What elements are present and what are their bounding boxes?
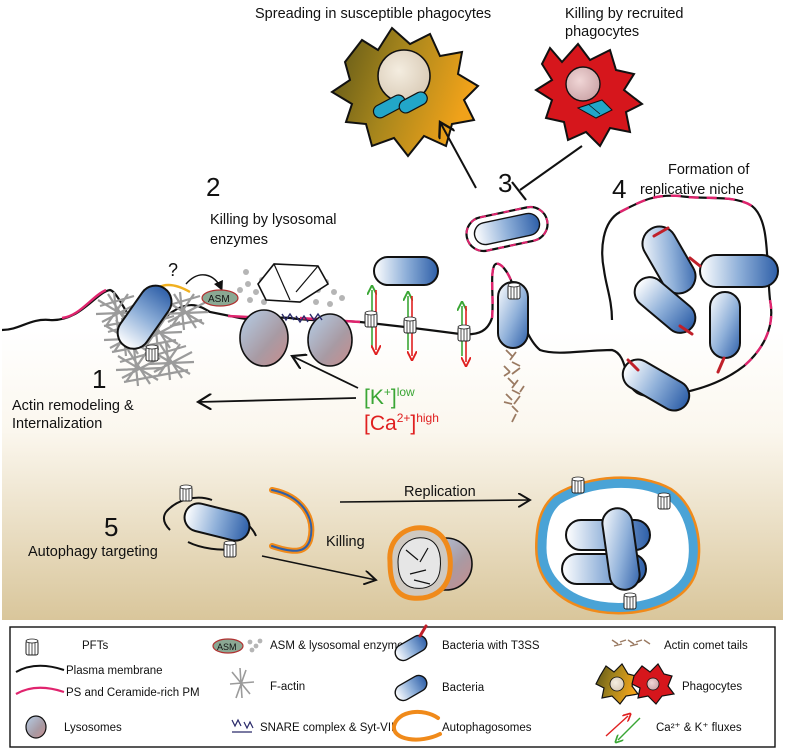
- label-killing-lysosomal-2: enzymes: [210, 232, 268, 248]
- legend-factin-swatch: [229, 667, 255, 699]
- step-1: 1: [92, 364, 106, 394]
- ion-label: [K+]low [Ca2+]high: [364, 385, 439, 435]
- svg-text:[Ca2+]high: [Ca2+]high: [364, 411, 439, 435]
- ps-ceramide-segment: [490, 262, 516, 319]
- snare-complex: [281, 312, 323, 324]
- replicative-autophagosome: [534, 476, 701, 615]
- legend-phagocytes-swatch: [595, 663, 676, 705]
- inhibit-bar: [511, 181, 527, 201]
- label-autophagy: Autophagy targeting: [28, 544, 158, 560]
- step-5: 5: [104, 512, 118, 542]
- legend-plasma-swatch: [15, 664, 65, 673]
- svg-text:[K+]low: [K+]low: [364, 385, 415, 409]
- ca-ion: [Ca: [364, 412, 397, 435]
- legend-fluxes-swatch: [605, 716, 641, 740]
- pft-icon: [507, 282, 521, 300]
- legend-factin: F-actin: [270, 681, 305, 693]
- legend-snare: SNARE complex & Syt-VII: [260, 722, 394, 734]
- ca-sup: 2+: [397, 411, 411, 425]
- legend-comet: Actin comet tails: [664, 640, 748, 652]
- step-4: 4: [612, 174, 626, 204]
- k-level: low: [397, 385, 415, 399]
- pft-icon: [403, 316, 417, 334]
- pft-icon: [457, 324, 471, 342]
- phagophore: [269, 487, 315, 554]
- legend-phagocytes: Phagocytes: [682, 681, 742, 693]
- damaged-bacterium: [257, 263, 330, 303]
- legend-bacteria-swatch: [394, 674, 428, 702]
- legend-autophagosomes: Autophagosomes: [442, 722, 532, 734]
- legend-ps-swatch: [15, 686, 65, 695]
- arrow-to-spreading: [440, 122, 477, 189]
- vacuolar-bacterium: [465, 205, 549, 253]
- label-killing-lysosomal-1: Killing by lysosomal: [210, 212, 337, 228]
- legend-t3ss: Bacteria with T3SS: [442, 640, 540, 652]
- pft-icon: [364, 310, 378, 328]
- autophagy-target: [162, 484, 257, 558]
- svg-text:ASM: ASM: [208, 294, 230, 305]
- label-replicative-2: replicative niche: [640, 182, 744, 198]
- legend-snare-swatch: [231, 718, 254, 733]
- bacterium-protrusion: [497, 281, 529, 349]
- ps-ceramide-segment: [619, 194, 753, 214]
- legend-bacteria: Bacteria: [442, 682, 485, 694]
- ca-level: high: [416, 411, 439, 425]
- legend-lysosomes: Lysosomes: [64, 722, 122, 734]
- k-sup: +: [384, 385, 391, 399]
- legend-comet-swatch: [611, 639, 651, 647]
- question-mark: ?: [168, 260, 178, 280]
- legend-autophagosome-swatch: [392, 709, 442, 742]
- k-ion: [K: [364, 386, 384, 409]
- arrow-to-step-1: [198, 398, 357, 402]
- legend-asm-badge: ASM: [217, 642, 237, 652]
- label-killing-recruited-1: Killing by recruited: [565, 6, 683, 22]
- k-tail: ]: [391, 386, 397, 409]
- step-3: 3: [498, 168, 512, 198]
- lysosome: [239, 309, 289, 367]
- arrow-replication: [339, 500, 530, 502]
- asm-tag: ASM: [201, 289, 239, 307]
- ps-ceramide-segment: [61, 288, 107, 320]
- legend-pfts: PFTs: [82, 640, 108, 652]
- bacterium: [373, 256, 439, 286]
- pft-icon: [145, 344, 159, 362]
- legend-pft: [25, 638, 39, 656]
- legend-lysosome-swatch: [25, 715, 47, 739]
- legend-t3ss-swatch: [394, 624, 428, 662]
- legend-plasma: Plasma membrane: [66, 665, 163, 677]
- legend-asm-enzymes: ASM & lysosomal enzymes: [270, 640, 410, 652]
- phagocyte-recruited: [534, 42, 644, 148]
- label-killing: Killing: [326, 534, 365, 550]
- label-killing-recruited-2: phagocytes: [565, 24, 639, 40]
- arrow-to-step-2: [292, 356, 359, 389]
- ca-tail: ]: [410, 412, 416, 435]
- inhibit-killing-recruited: [519, 145, 583, 191]
- question-arrow: [185, 274, 223, 291]
- bacterium-entering: [116, 284, 173, 350]
- legend-ps-ceramide: PS and Ceramide-rich PM: [66, 687, 200, 699]
- legend-fluxes: Ca²⁺ & K⁺ fluxes: [656, 722, 742, 734]
- step-2: 2: [206, 172, 220, 202]
- label-replication: Replication: [404, 484, 476, 500]
- label-spreading: Spreading in susceptible phagocytes: [255, 6, 491, 22]
- autolysosome: [387, 525, 473, 601]
- label-replicative-1: Formation of: [668, 162, 750, 178]
- label-actin-1: Actin remodeling &: [12, 398, 134, 414]
- ps-ceramide-segment: [743, 299, 773, 367]
- label-actin-2: Internalization: [12, 416, 102, 432]
- actin-comet-tail: [503, 349, 525, 423]
- lysosome: [307, 313, 353, 367]
- replicative-niche: [621, 225, 779, 412]
- arrow-killing: [261, 555, 376, 580]
- legend-asm-swatch: ASM: [212, 638, 263, 654]
